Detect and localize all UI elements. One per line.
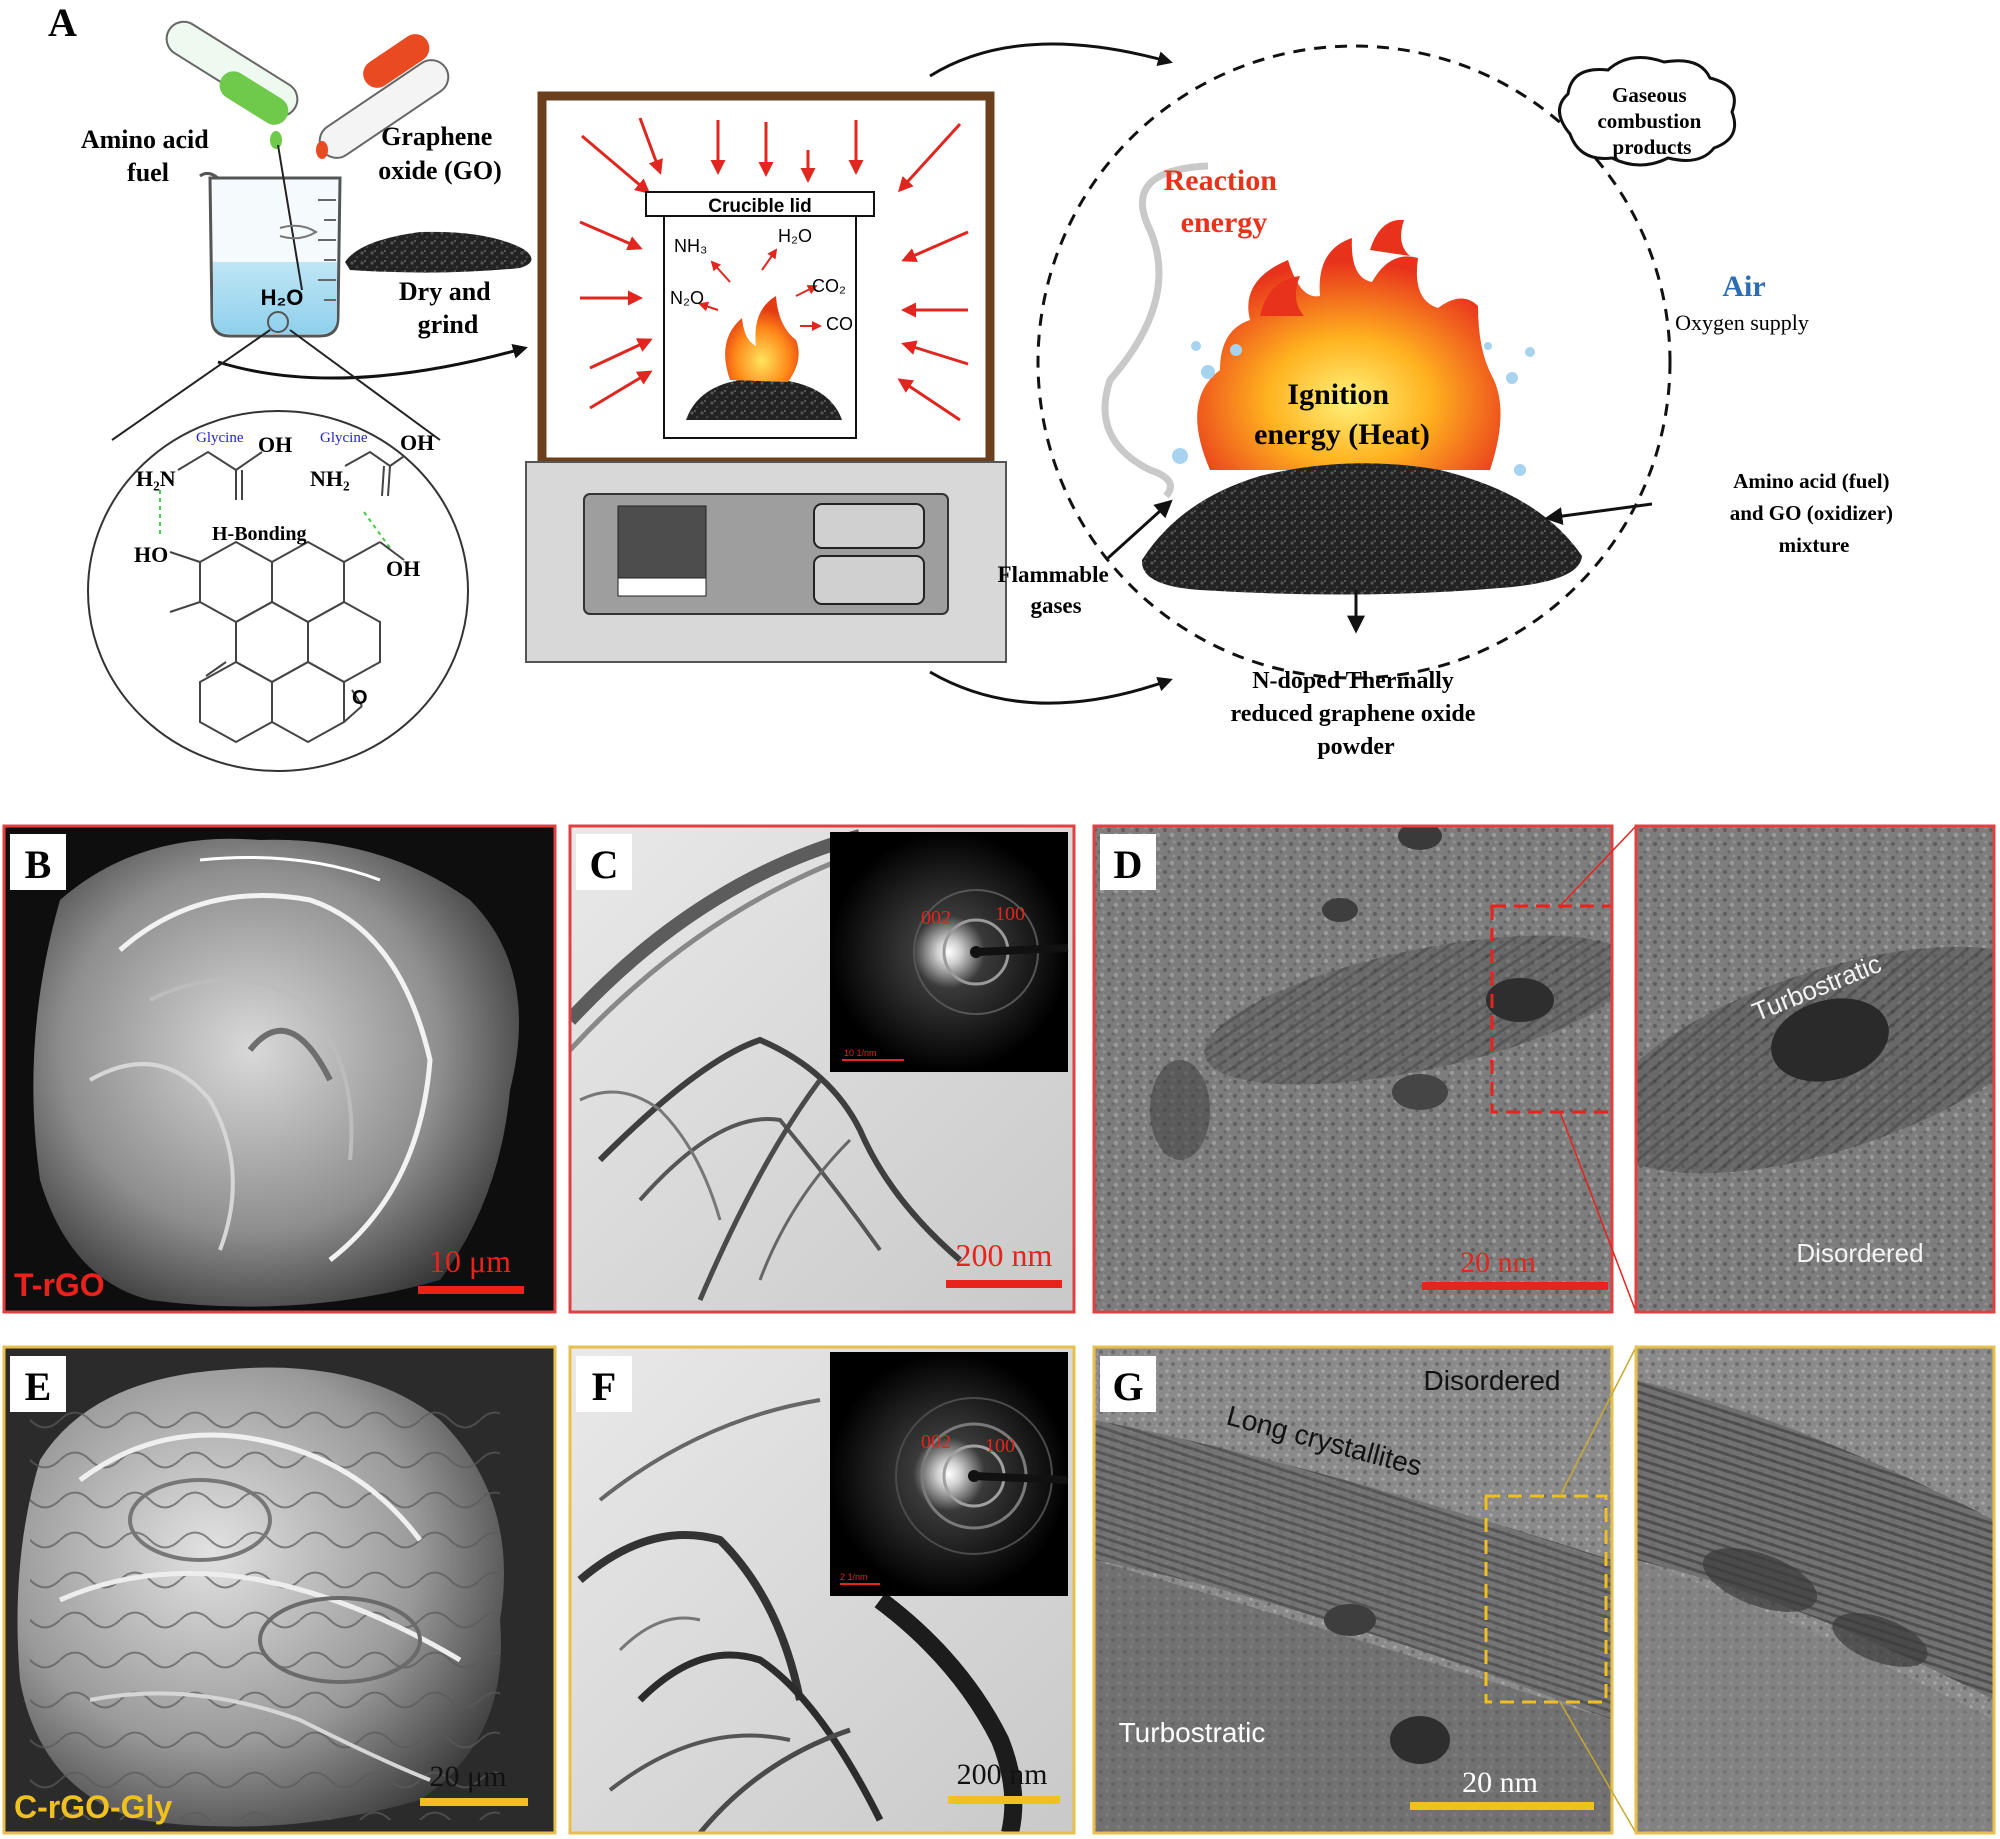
epoxide-o-label: O	[352, 687, 368, 709]
panel-c-label: C	[590, 842, 619, 887]
panel-d: D 20 nm	[1092, 824, 1637, 1314]
h2n-label: H₂N	[136, 466, 176, 491]
panel-e-scale-label: 20 μm	[430, 1760, 507, 1793]
panel-b-scale-label: 10 μm	[429, 1243, 511, 1279]
panel-f-scale-bar	[948, 1796, 1060, 1804]
panel-c-inset-scale: 10 1/nm	[844, 1048, 877, 1058]
panel-c-scale-label: 200 nm	[956, 1237, 1053, 1273]
panel-c: C 002 100 10 1/nm 200 nm	[568, 824, 1076, 1314]
gaseous-products-label: Gaseous combustion products	[1597, 83, 1706, 159]
panel-g-zoom	[1634, 1345, 1996, 1835]
panel-f-ring-002: 002	[921, 1431, 951, 1453]
panel-e-label: E	[25, 1364, 52, 1409]
panel-b-label: B	[25, 842, 52, 887]
nh2-label: NH₂	[310, 466, 350, 491]
panel-g-scale-bar	[1410, 1802, 1594, 1810]
oxygen-supply-label: Oxygen supply	[1675, 310, 1809, 335]
ignition-energy-label: Ignition energy (Heat)	[1254, 378, 1430, 451]
panel-b-sample-label: T-rGO	[14, 1267, 105, 1303]
arrow-to-furnace	[217, 344, 528, 380]
panel-e-sample-label: C-rGO-Gly	[14, 1789, 172, 1825]
reaction-energy-label: Reaction energy	[1164, 164, 1285, 239]
dry-and-grind-label: Dry and grind	[399, 277, 497, 339]
amino-acid-fuel-label: Amino acid fuel	[81, 125, 215, 187]
glycine-left-label: Glycine	[196, 430, 244, 446]
gas-nh3-label: NH₃	[674, 236, 707, 256]
panel-f-inset-scale: 2 1/nm	[840, 1572, 868, 1582]
product-label: N-doped Thermally reduced graphene oxide…	[1231, 668, 1482, 760]
gas-n2o-label: N₂O	[670, 288, 704, 308]
panel-d-scale-label: 20 nm	[1460, 1246, 1536, 1279]
gas-h2o-label: H₂O	[778, 226, 812, 246]
panel-d-disordered-label: Disordered	[1796, 1238, 1923, 1268]
h-bonding-label: H-Bonding	[212, 523, 306, 545]
gas-co-label: CO	[826, 314, 853, 334]
glycine-right-label: Glycine	[320, 430, 368, 446]
ho-label: HO	[134, 542, 168, 567]
graphene-oxide-label: Graphene oxide (GO)	[378, 122, 502, 185]
panel-e-scale-bar	[420, 1798, 528, 1806]
furnace	[525, 91, 1007, 663]
flammable-gases-label: Flammable gases	[998, 562, 1115, 618]
arrow-from-reaction	[929, 670, 1173, 705]
panel-a-label: A	[48, 0, 77, 45]
panel-c-ring-002: 002	[921, 907, 951, 929]
panel-f: F 002 100 2 1/nm 200 nm	[568, 1345, 1076, 1835]
arrow-to-reaction	[929, 42, 1173, 78]
panel-g-disordered-label: Disordered	[1424, 1365, 1561, 1396]
oh-ring-label: OH	[386, 556, 420, 581]
panel-f-scale-label: 200 nm	[957, 1758, 1048, 1791]
go-powder-pile	[345, 231, 532, 273]
panel-g-label: G	[1112, 1364, 1143, 1409]
panel-c-scale-bar	[946, 1280, 1062, 1288]
beaker-h2o-label: H₂O	[261, 285, 304, 310]
reaction-circle	[1036, 44, 1737, 680]
beaker	[199, 144, 342, 338]
panel-g-scale-label: 20 nm	[1462, 1766, 1538, 1799]
oh-right-label: OH	[400, 430, 434, 455]
green-test-tube	[165, 20, 299, 149]
panel-b: B T-rGO 10 μm	[2, 824, 557, 1314]
reaction-powder-mound	[1141, 463, 1582, 595]
panel-g: G Disordered Long crystallites Turbostra…	[1092, 1345, 1637, 1835]
panel-b-scale-bar	[418, 1286, 524, 1294]
panel-f-ring-100: 100	[985, 1435, 1015, 1457]
red-test-tube	[316, 34, 450, 159]
panel-c-ring-100: 100	[995, 903, 1025, 925]
cloud-icon	[1558, 56, 1737, 167]
panel-g-turbostratic-label: Turbostratic	[1119, 1717, 1266, 1748]
panel-d-label: D	[1114, 842, 1143, 887]
oh-left-label: OH	[258, 432, 292, 457]
mixture-label: Amino acid (fuel) and GO (oxidizer) mixt…	[1730, 469, 1899, 557]
gas-co2-label: CO₂	[812, 276, 846, 296]
air-label: Air	[1722, 270, 1765, 303]
panel-d-zoom: Turbostratic Disordered	[1634, 824, 1996, 1314]
panel-d-scale-bar	[1422, 1282, 1608, 1290]
panel-a: A Amino acid fuel Graphene oxide (GO)	[48, 0, 1899, 772]
panel-f-label: F	[592, 1364, 616, 1409]
molecule-zoom-circle: Glycine Glycine OH OH H₂N NH₂ H-Bonding …	[87, 410, 469, 772]
panel-e: E C-rGO-Gly 20 μm	[2, 1345, 557, 1835]
crucible-lid-label: Crucible lid	[708, 196, 811, 217]
